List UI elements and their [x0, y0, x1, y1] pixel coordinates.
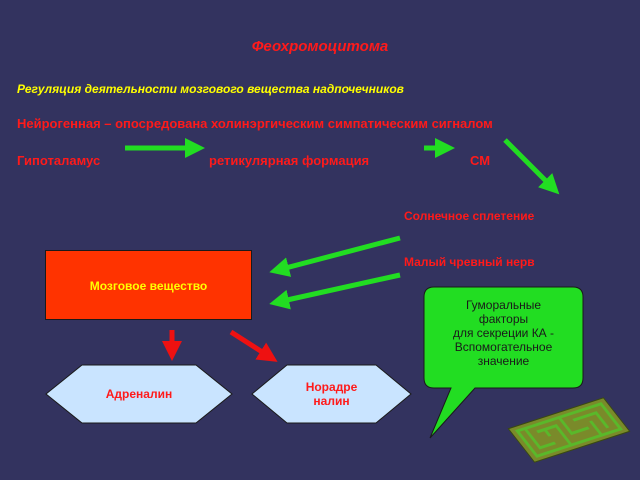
callout-line3: для секреции КА -: [452, 326, 555, 340]
cns-label: СМ: [470, 153, 491, 168]
callout-text: Гуморальные факторы для секреции КА - Вс…: [425, 298, 582, 368]
maze-decoration: [507, 397, 631, 463]
humoral-factors-callout: [423, 286, 584, 439]
noradrenaline-line2: налин: [313, 394, 350, 408]
arrow-solar-plexus-to-medulla: [269, 235, 401, 277]
arrow-cns-to-solar-plexus: [503, 138, 560, 195]
noradrenaline-label: Норадре налин: [252, 380, 411, 408]
splanchnic-nerve-label: Малый чревный нерв: [404, 255, 535, 269]
callout-line2: факторы: [478, 312, 529, 326]
hypothalamus-label: Гипоталамус: [17, 153, 101, 168]
medulla-label: Мозговое вещество: [89, 279, 208, 293]
solar-plexus-label: Солнечное сплетение: [404, 209, 535, 223]
reticular-formation-label: ретикулярная формация: [209, 153, 370, 168]
page-title: Феохромоцитома: [251, 38, 389, 55]
arrow-splanchnic-nerve-to-medulla: [269, 272, 401, 310]
noradrenaline-diamond: [251, 364, 412, 424]
adrenaline-diamond: [45, 364, 233, 424]
adrenaline-label: Адреналин: [105, 387, 173, 401]
callout-line1: Гуморальные: [465, 298, 541, 312]
callout-line5: значение: [477, 354, 530, 368]
medulla-box: Мозговое вещество: [45, 250, 252, 320]
noradrenaline-line1: Норадре: [305, 380, 358, 394]
arrow-medulla-to-noradrenaline: [229, 329, 278, 362]
callout-line4: Вспомогательное: [454, 340, 553, 354]
neurogenic-text: Нейрогенная – опосредована холинэргическ…: [17, 116, 493, 131]
subtitle: Регуляция деятельности мозгового веществ…: [17, 82, 404, 96]
